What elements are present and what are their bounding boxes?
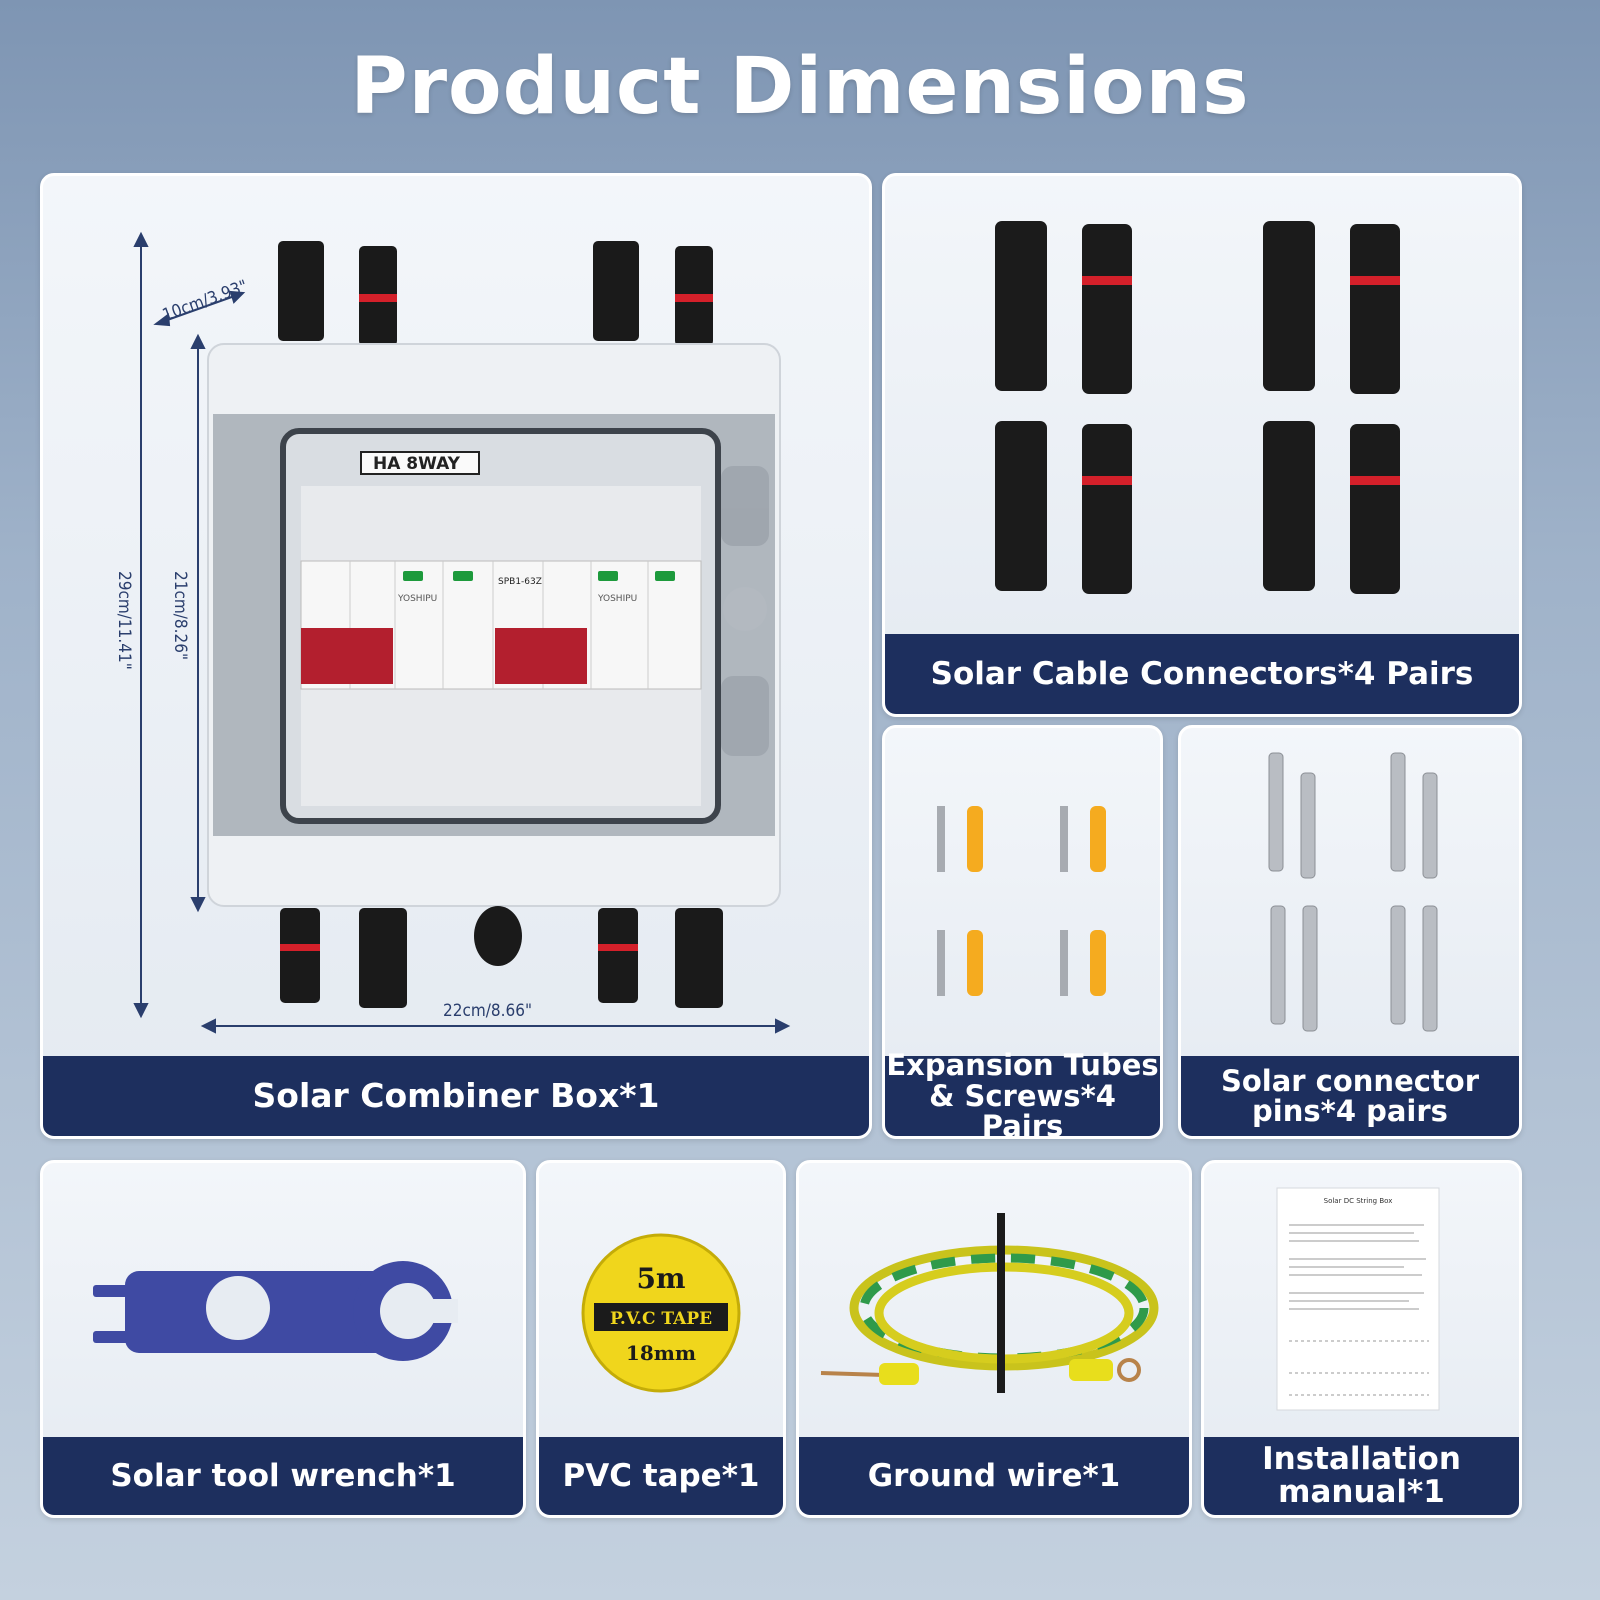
screw-set-2 <box>1060 806 1106 872</box>
connector-pair-1 <box>995 221 1132 394</box>
caption-connector-pins-line2: pins*4 pairs <box>1252 1094 1448 1128</box>
cable-connectors-illustration <box>995 221 1400 594</box>
caption-expansion-tubes-line1: Expansion Tubes <box>886 1048 1159 1083</box>
wrench-icon <box>93 1261 458 1361</box>
cable-glands <box>721 466 769 756</box>
panel-wrench: Solar tool wrench*1 <box>40 1160 526 1518</box>
panel-expansion-tubes: Expansion Tubes & Screws*4 Pairs <box>882 725 1163 1139</box>
caption-wrench: Solar tool wrench*1 <box>43 1437 523 1515</box>
connector-pair-2 <box>1263 221 1400 394</box>
manual-doc-title: Solar DC String Box <box>1324 1197 1393 1205</box>
breaker-handle-2 <box>495 628 587 684</box>
panel-ground-wire: Ground wire*1 <box>796 1160 1192 1518</box>
caption-manual: Installation manual*1 <box>1204 1437 1519 1515</box>
pin-pair-1 <box>1268 752 1316 879</box>
caption-ground-wire: Ground wire*1 <box>799 1437 1189 1515</box>
dim-width-label: 22cm/8.66" <box>443 1001 532 1021</box>
panel-connector-pins: Solar connector pins*4 pairs <box>1178 725 1522 1139</box>
panel-manual: Solar DC String Box Installation manual*… <box>1201 1160 1522 1518</box>
tape-length-label: 5m <box>636 1262 685 1295</box>
screw-set-3 <box>937 930 983 996</box>
caption-connector-pins: Solar connector pins*4 pairs <box>1181 1056 1519 1136</box>
dim-depth-label: 10cm/3.93" <box>160 276 250 325</box>
ground-wire-illustration <box>820 1213 1159 1393</box>
caption-pvc-tape: PVC tape*1 <box>539 1437 783 1515</box>
caption-manual-line1: Installation <box>1262 1441 1461 1478</box>
caption-connector-pins-line1: Solar connector <box>1220 1063 1480 1098</box>
panel-pvc-tape: 5m P.V.C TAPE 18mm PVC tape*1 <box>536 1160 786 1518</box>
tape-width-label: 18mm <box>626 1341 696 1365</box>
bottom-connectors <box>280 906 723 1008</box>
caption-manual-line2: manual*1 <box>1278 1474 1445 1510</box>
connector-pair-3 <box>995 421 1132 594</box>
caption-cable-connectors: Solar Cable Connectors*4 Pairs <box>885 634 1519 714</box>
label-plate: HA 8WAY <box>373 454 461 474</box>
caption-expansion-tubes-line2: & Screws*4 Pairs <box>929 1078 1116 1139</box>
svg-text:YOSHIPU: YOSHIPU <box>597 594 637 604</box>
screw-set-4 <box>1060 930 1106 996</box>
pin-pair-4 <box>1390 905 1438 1032</box>
combiner-box-illustration: 10cm/3.93" 29cm/11.41" 21cm/8.26" 22cm/8… <box>114 231 791 1034</box>
tape-brand-label: P.V.C TAPE <box>610 1309 712 1329</box>
wrench-illustration <box>93 1261 458 1361</box>
svg-text:SPB1-63Z: SPB1-63Z <box>498 577 542 587</box>
din-modules: SPB1-63Z YOSHIPU YOSHIPU <box>300 560 702 690</box>
dim-height-total-label: 29cm/11.41" <box>114 571 134 670</box>
connector-pair-4 <box>1263 421 1400 594</box>
pin-pair-3 <box>1270 905 1318 1032</box>
panel-cable-connectors: Solar Cable Connectors*4 Pairs <box>882 173 1522 717</box>
dimension-lines <box>133 231 791 1034</box>
manual-page <box>1276 1187 1440 1411</box>
connector-pins-illustration <box>1268 752 1438 1032</box>
expansion-tubes-illustration <box>937 806 1106 996</box>
top-connectors <box>278 241 713 346</box>
svg-text:YOSHIPU: YOSHIPU <box>397 594 437 604</box>
pin-pair-2 <box>1390 752 1438 879</box>
caption-expansion-tubes: Expansion Tubes & Screws*4 Pairs <box>885 1050 1160 1139</box>
screw-set-1 <box>937 806 983 872</box>
page-title: Product Dimensions <box>350 42 1250 132</box>
manual-illustration: Solar DC String Box <box>1276 1187 1440 1411</box>
dim-height-body-label: 21cm/8.26" <box>170 571 190 660</box>
caption-combiner-box: Solar Combiner Box*1 <box>43 1056 869 1136</box>
panel-combiner-box: 10cm/3.93" 29cm/11.41" 21cm/8.26" 22cm/8… <box>40 173 872 1139</box>
pvc-tape-illustration: 5m P.V.C TAPE 18mm <box>581 1233 741 1393</box>
breaker-handle-1 <box>301 628 393 684</box>
